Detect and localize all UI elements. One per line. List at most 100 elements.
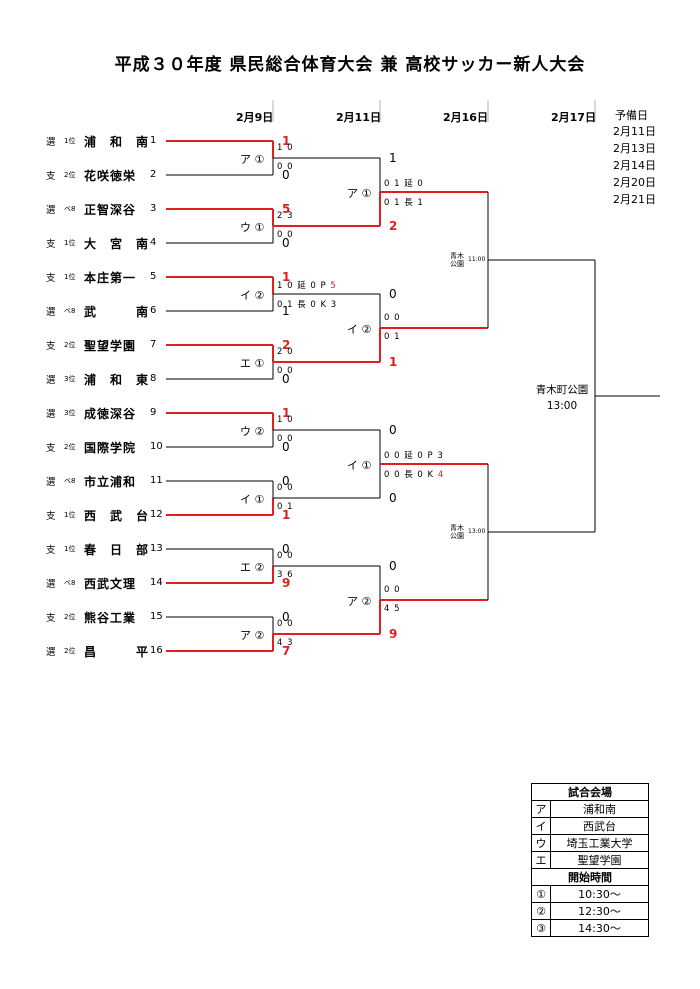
- date-final: 2月17日: [551, 111, 596, 124]
- half-score-bottom: 0 0 長 0 K: [384, 470, 438, 480]
- legend-time: 14:30～: [550, 919, 649, 937]
- half-scores: 0 0: [277, 483, 294, 493]
- team-name: 西武文理: [84, 577, 137, 591]
- seed-type: 支: [46, 171, 56, 182]
- team-name: 大 宮 南: [84, 237, 150, 251]
- prefecture-rank: ベ8: [64, 477, 76, 485]
- venue-label: ウ ①: [240, 221, 265, 234]
- half-scores: 0 1: [384, 332, 401, 342]
- team-number: 1: [150, 135, 157, 146]
- team-name: 春 日 部: [84, 543, 150, 557]
- half-score-bottom: 0 1: [384, 332, 401, 342]
- team-name: 武 南: [84, 305, 150, 319]
- half-scores: 0 0: [277, 162, 294, 172]
- legend-key: ②: [531, 902, 551, 920]
- reserve-days-label: 予備日: [615, 109, 648, 122]
- match-score: 1: [389, 355, 398, 369]
- team-number: 10: [150, 441, 163, 452]
- prefecture-rank: ベ8: [64, 205, 76, 213]
- venue-label: ア ①: [240, 153, 265, 166]
- match-score: 9: [389, 627, 398, 641]
- pk-score: 5: [330, 281, 337, 291]
- half-scores: 3 6: [277, 570, 294, 580]
- half-scores: 4 3: [277, 638, 294, 648]
- half-score-top: 1 0: [277, 415, 294, 425]
- match-score: 0: [282, 236, 290, 250]
- half-score-top: 0 0: [277, 619, 294, 629]
- seed-type: 支: [46, 273, 56, 284]
- legend-time-header: 開始時間: [531, 868, 649, 886]
- match-score: 0: [282, 474, 290, 488]
- team-name: 本庄第一: [84, 271, 137, 285]
- legend-key: ア: [531, 800, 551, 818]
- team-name: 浦 和 南: [84, 135, 150, 149]
- prefecture-rank: ベ8: [64, 579, 76, 587]
- seed-type: 支: [46, 613, 56, 624]
- team-number: 11: [150, 475, 163, 486]
- venue-label: エ ①: [240, 357, 265, 370]
- prefecture-rank: 2位: [64, 443, 76, 451]
- match-score: 1: [282, 406, 291, 420]
- legend-venue-header: 試合会場: [531, 783, 649, 801]
- half-scores: 2 3: [277, 211, 294, 221]
- half-scores: 0 0: [277, 230, 294, 240]
- match-score: 2: [389, 219, 398, 233]
- seed-type: 選: [46, 137, 56, 148]
- team-number: 13: [150, 543, 163, 554]
- final-time: 13:00: [546, 400, 578, 412]
- half-scores: 0 1 延 0: [384, 179, 424, 189]
- reserve-day: 2月11日: [613, 125, 656, 138]
- seed-type: 選: [46, 205, 56, 216]
- seed-type: 支: [46, 443, 56, 454]
- reserve-day: 2月21日: [613, 193, 656, 206]
- venue-label: エ ②: [240, 561, 265, 574]
- team-number: 15: [150, 611, 163, 622]
- team-number: 8: [150, 373, 157, 384]
- half-scores: 1 0: [277, 143, 294, 153]
- venue-label: イ ②: [347, 323, 372, 336]
- seed-type: 支: [46, 341, 56, 352]
- date-round1: 2月9日: [236, 111, 274, 124]
- legend-time: 12:30～: [550, 902, 649, 920]
- prefecture-rank: ベ8: [64, 307, 76, 315]
- half-scores: 0 0: [384, 313, 401, 323]
- seed-type: 選: [46, 409, 56, 420]
- semifinal-time: 11:00: [468, 256, 486, 263]
- reserve-day: 2月20日: [613, 176, 656, 189]
- team-name: 熊谷工業: [84, 611, 137, 625]
- half-scores: 1 0: [277, 415, 294, 425]
- seed-type: 選: [46, 579, 56, 590]
- prefecture-rank: 2位: [64, 647, 76, 655]
- team-name: 西 武 台: [84, 509, 150, 523]
- match-score: 1: [282, 304, 290, 318]
- prefecture-rank: 1位: [64, 273, 76, 281]
- prefecture-rank: 2位: [64, 171, 76, 179]
- match-score: 1: [389, 151, 397, 165]
- pk-score: 4: [437, 470, 445, 480]
- seed-type: 支: [46, 545, 56, 556]
- half-score-top: 2 0: [277, 347, 294, 357]
- match-score: 0: [389, 423, 397, 437]
- legend-venue: 西武台: [550, 817, 649, 835]
- team-number: 16: [150, 645, 163, 656]
- seed-type: 選: [46, 307, 56, 318]
- team-number: 4: [150, 237, 157, 248]
- seed-type: 支: [46, 239, 56, 250]
- seed-type: 支: [46, 511, 56, 522]
- legend-venue: 埼玉工業大学: [550, 834, 649, 852]
- half-score-bottom: 0 1 長 1: [384, 198, 424, 208]
- half-scores: 0 0: [277, 551, 294, 561]
- team-name: 聖望学園: [84, 339, 137, 353]
- half-score-top: 0 0: [277, 483, 294, 493]
- date-round2: 2月11日: [336, 111, 381, 124]
- match-score: 7: [282, 644, 291, 658]
- venue-label: ア ②: [240, 629, 265, 642]
- match-score: 0: [282, 610, 290, 624]
- seed-type: 選: [46, 647, 56, 658]
- half-score-top: 0 0: [277, 551, 294, 561]
- legend-key: ③: [531, 919, 551, 937]
- prefecture-rank: 1位: [64, 239, 76, 247]
- semifinal-time: 13:00: [468, 528, 486, 535]
- half-scores: 1 0 延 0 P 5: [277, 279, 337, 291]
